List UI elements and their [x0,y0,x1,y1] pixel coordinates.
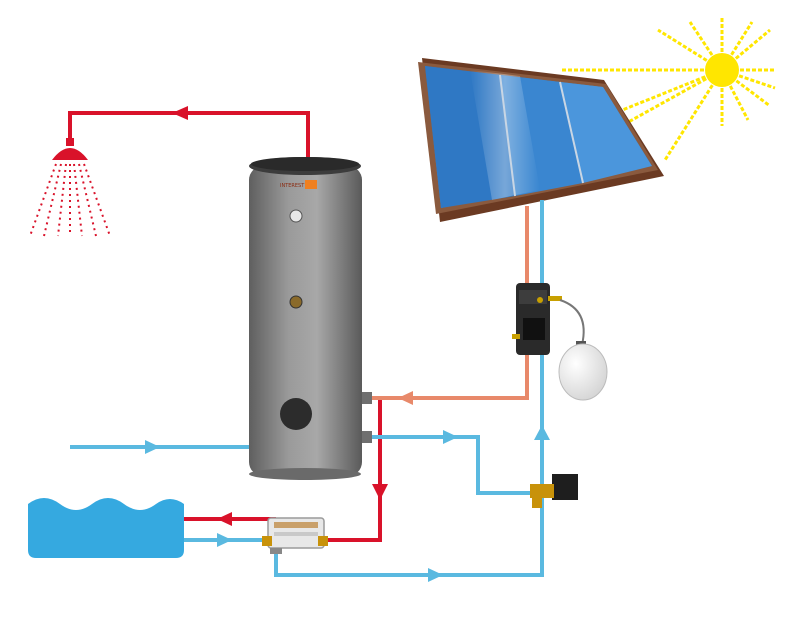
solar-warm-pipes [372,206,529,400]
cold-out-arrow [443,430,458,444]
hot-down-arrow [372,484,388,500]
cold-inlet-arrow [145,440,160,454]
inspection-flange [280,398,312,430]
hot-pool-arrow [217,512,232,526]
storage-tank: INTEREST [249,157,372,480]
heater-port [289,295,303,309]
cold-up-arrow [534,425,550,440]
warm-return-arrow [398,391,413,405]
flow-arrows [145,106,550,582]
pump-station [512,283,585,355]
shower-icon [29,138,111,237]
brand-logo [305,180,317,189]
cold-pool-arrow [217,533,232,547]
solar-collector [418,58,664,222]
pool [28,498,184,558]
sun-icon [560,18,776,161]
cold-bottom-arrow [428,568,443,582]
heat-exchanger [262,517,328,554]
circulation-pump [530,474,578,508]
hot-flow-arrow [172,106,188,120]
brand-label: INTEREST [280,183,305,189]
expansion-vessel [558,341,608,401]
thermometer-port [289,209,303,223]
